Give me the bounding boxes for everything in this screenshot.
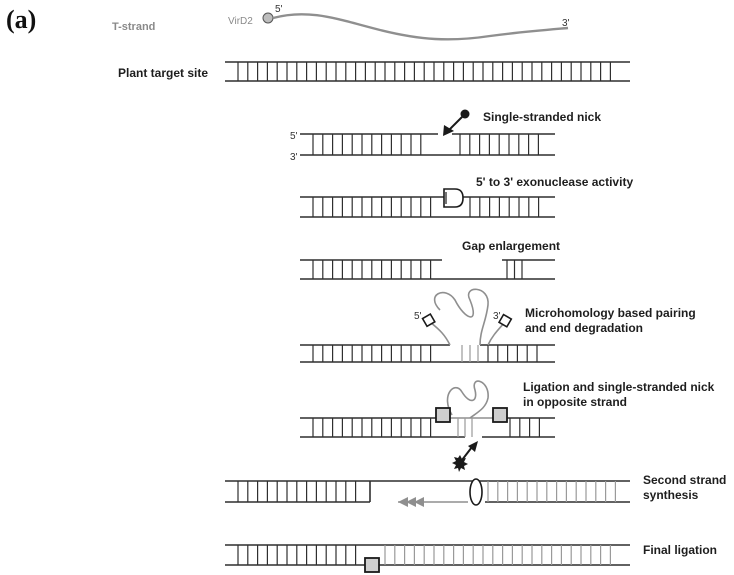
dna-layer — [225, 61, 630, 566]
nick-arrow-head — [443, 125, 454, 136]
synthesis-arrow-3 — [414, 497, 424, 507]
virD2-label: VirD2 — [228, 16, 253, 27]
polymerase-icon — [469, 478, 483, 506]
opposite-nick-arrow-head — [468, 441, 478, 452]
panel-label: (a) — [6, 5, 36, 34]
label-gap-enlargement: Gap enlargement — [462, 239, 560, 253]
micro-5prime: 5' — [414, 311, 422, 322]
label-ligation-2: in opposite strand — [523, 395, 627, 409]
label-ligation-1: Ligation and single-stranded nick — [523, 380, 715, 394]
nick-3prime: 3' — [290, 152, 298, 163]
label-microhomology-2: and end degradation — [525, 321, 643, 335]
final-ligation-square — [364, 557, 380, 573]
opposite-nick-arrow — [461, 446, 473, 461]
tstrand-3prime: 3' — [562, 18, 570, 29]
tstrand-line — [272, 13, 569, 41]
label-second-strand-1: Second strand — [643, 473, 726, 487]
label-microhomology-1: Microhomology based pairing — [525, 306, 696, 320]
label-target-site: Plant target site — [118, 66, 208, 80]
degradation-icon-right — [497, 313, 513, 328]
nicking-enzyme-icon — [460, 109, 470, 119]
nick-5prime: 5' — [290, 131, 298, 142]
tstrand-left-arm — [429, 321, 451, 346]
label-second-strand-2: synthesis — [643, 488, 699, 502]
nicking-enzyme-star-icon — [452, 455, 468, 472]
tstrand-loop — [433, 288, 489, 346]
exonuclease-icon — [443, 188, 464, 208]
label-exonuclease: 5' to 3' exonuclease activity — [476, 175, 633, 189]
virD2-protein — [262, 12, 274, 24]
tstrand-right-arm — [487, 321, 506, 346]
nick-arrow-shaft — [447, 116, 463, 132]
synthesis-arrow-2 — [406, 497, 416, 507]
ligation-square-right — [492, 407, 508, 423]
tstrand-loop-2 — [446, 380, 489, 419]
label-single-nick: Single-stranded nick — [483, 110, 601, 124]
tstrand-5prime: 5' — [275, 4, 283, 15]
degradation-icon-left — [421, 312, 436, 328]
micro-3prime: 3' — [493, 311, 501, 322]
ligation-square-left — [435, 407, 451, 423]
synthesis-arrow-1 — [398, 497, 408, 507]
tstrand-label: T-strand — [112, 21, 155, 33]
label-final-ligation: Final ligation — [643, 543, 717, 557]
